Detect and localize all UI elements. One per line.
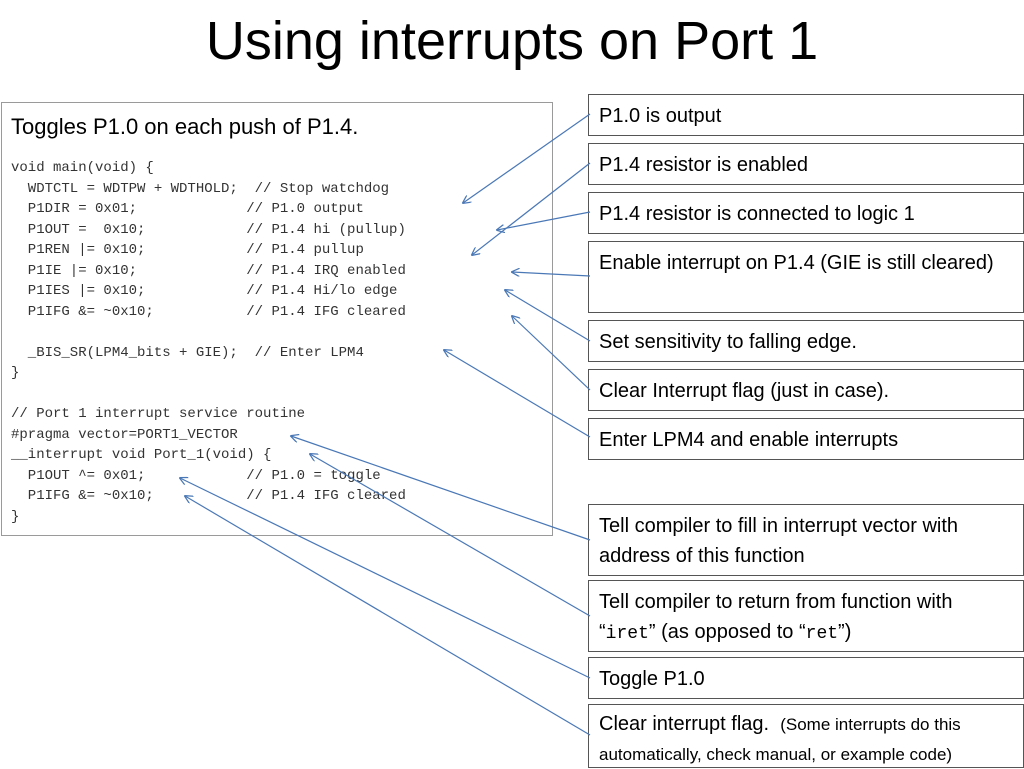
code-panel: Toggles P1.0 on each push of P1.4. void …: [1, 102, 553, 536]
code-line: }: [11, 365, 20, 381]
code-term-ret: ret: [805, 624, 839, 644]
code-line: _BIS_SR(LPM4_bits + GIE); // Enter LPM4: [11, 344, 364, 361]
note-text: P1.4 resistor is enabled: [599, 154, 809, 176]
note-p14-resistor-enabled: P1.4 resistor is enabled: [588, 143, 1024, 185]
note-interrupt-vector: Tell compiler to fill in interrupt vecto…: [588, 504, 1024, 576]
note-text: Set sensitivity to falling edge.: [599, 331, 857, 353]
note-enter-lpm4: Enter LPM4 and enable interrupts: [588, 418, 1024, 460]
note-text: P1.4 resistor is connected to logic 1: [599, 203, 915, 225]
code-line: P1DIR = 0x01; // P1.0 output: [11, 201, 364, 217]
note-text: Enable interrupt on P1.4 (GIE is still c…: [599, 252, 994, 274]
code-line: P1IE |= 0x10; // P1.4 IRQ enabled: [11, 262, 406, 279]
note-text: P1.0 is output: [599, 105, 722, 127]
code-line: #pragma vector=PORT1_VECTOR: [11, 426, 238, 443]
code-line: P1IES |= 0x10; // P1.4 Hi/lo edge: [11, 283, 398, 299]
slide-title: Using interrupts on Port 1: [205, 11, 819, 71]
note-text-part: ”): [838, 621, 852, 643]
code-line: P1IFG &= ~0x10; // P1.4 IFG cleared: [11, 488, 406, 504]
code-line: P1OUT ^= 0x01; // P1.0 = toggle: [11, 467, 381, 484]
code-line: }: [11, 508, 20, 525]
note-clear-interrupt-flag: Clear interrupt flag. (Some interrupts d…: [588, 704, 1024, 768]
note-iret: Tell compiler to return from function wi…: [588, 580, 1024, 652]
code-line: // Port 1 interrupt service routine: [11, 406, 306, 422]
note-falling-edge: Set sensitivity to falling edge.: [588, 320, 1024, 362]
note-clear-flag: Clear Interrupt flag (just in case).: [588, 369, 1024, 411]
code-line: P1IFG &= ~0x10; // P1.4 IFG cleared: [11, 303, 406, 320]
note-toggle-p10: Toggle P1.0: [588, 657, 1024, 699]
note-text: Clear interrupt flag.: [599, 713, 770, 735]
note-text: Tell compiler to fill in interrupt vecto…: [599, 515, 959, 567]
note-p14-resistor-logic1: P1.4 resistor is connected to logic 1: [588, 192, 1024, 234]
code-listing: void main(void) { WDTCTL = WDTPW + WDTHO…: [11, 158, 406, 527]
note-aside: (Some interrupts do this automatically, …: [599, 715, 961, 764]
code-line: P1OUT = 0x10; // P1.4 hi (pullup): [11, 221, 406, 238]
note-text-part: ” (as opposed to “: [648, 621, 806, 643]
code-line: P1REN |= 0x10; // P1.4 pullup: [11, 242, 364, 258]
code-line: __interrupt void Port_1(void) {: [11, 447, 272, 463]
note-p10-output: P1.0 is output: [588, 94, 1024, 136]
note-text: Enter LPM4 and enable interrupts: [599, 429, 899, 451]
code-line: void main(void) {: [11, 160, 154, 176]
code-heading: Toggles P1.0 on each push of P1.4.: [11, 114, 359, 139]
note-enable-interrupt: Enable interrupt on P1.4 (GIE is still c…: [588, 241, 1024, 313]
code-line: WDTCTL = WDTPW + WDTHOLD; // Stop watchd…: [11, 180, 390, 197]
note-text-part: Tell compiler to return from function wi…: [599, 591, 953, 643]
code-term-iret: iret: [605, 624, 649, 644]
note-text: Toggle P1.0: [599, 668, 705, 690]
note-text: Clear Interrupt flag (just in case).: [599, 380, 890, 402]
